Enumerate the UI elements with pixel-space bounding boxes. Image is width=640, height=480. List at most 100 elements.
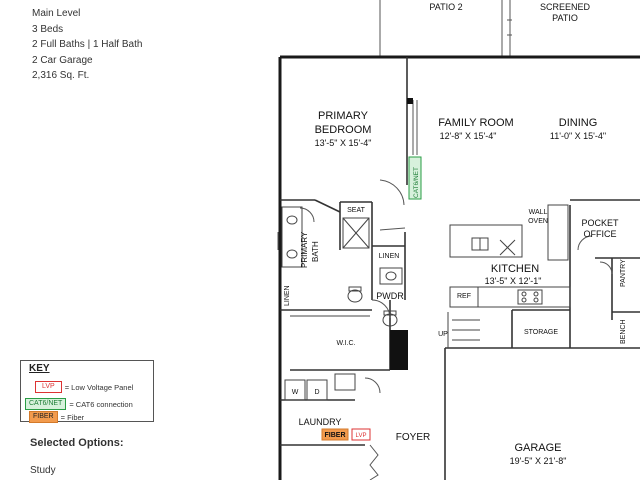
pantry-door-swing — [599, 261, 613, 275]
cat6-badge: CAT6/NET — [25, 398, 67, 410]
family-room-dim: 12'-8" X 15'-4" — [440, 131, 497, 141]
linen-side-label: LINEN — [284, 285, 291, 306]
fiber-tag-box — [321, 428, 349, 441]
selected-option-study: Study — [30, 465, 56, 476]
key-row-lvp: LVP = Low Voltage Panel — [35, 381, 133, 393]
fiber-tag-label: FIBER — [325, 432, 346, 439]
sink-2 — [286, 249, 298, 259]
key-title: KEY — [29, 363, 50, 374]
burner-1 — [521, 291, 527, 297]
primary-bath-label-2: BATH — [311, 241, 320, 262]
laundry-fixtures — [284, 373, 356, 401]
kitchen-island — [449, 224, 523, 258]
wall-oven-label-1: WALL — [529, 209, 548, 216]
fiber-badge: FIBER — [29, 411, 58, 423]
family-room-label: FAMILY ROOM — [438, 117, 513, 129]
ref-label: REF — [457, 293, 471, 300]
pwdr-label: PWDR — [376, 291, 404, 301]
kitchen-label: KITCHEN — [491, 263, 539, 275]
primary-bedroom-label-1: PRIMARY — [318, 110, 369, 122]
primary-bedroom-label-2: BEDROOM — [315, 124, 372, 136]
burner-3 — [521, 297, 527, 303]
square-footage: 2,316 Sq. Ft. — [32, 70, 90, 81]
fiber-desc: = Fiber — [60, 412, 85, 422]
home-summary: Main Level 3 Beds 2 Full Baths | 1 Half … — [32, 6, 142, 84]
pwdr-wall-fill — [390, 330, 408, 370]
foyer-bifold-door — [369, 444, 379, 480]
laundry-label: LAUNDRY — [299, 417, 342, 427]
shower-stall — [342, 217, 370, 249]
vanity-counter — [281, 206, 303, 268]
cat6-tag-label: CAT6/NET — [413, 167, 420, 198]
lvp-tag-label: LVP — [356, 433, 367, 439]
utility-sink — [334, 373, 356, 391]
pwdr-sink — [385, 271, 397, 281]
screened-label-2: PATIO — [552, 13, 578, 23]
bedroom-wall-post — [407, 98, 413, 104]
up-label: UP — [438, 331, 448, 338]
linen-label: LINEN — [379, 253, 400, 260]
lvp-badge: LVP — [35, 381, 62, 393]
wall-oven-label-2: OVEN — [528, 218, 548, 225]
room-labels: PATIO 2 SCREENED PATIO PRIMARY BEDROOM 1… — [284, 2, 627, 466]
bench-label: BENCH — [620, 319, 627, 344]
exterior-walls — [278, 55, 640, 480]
baths-count: 2 Full Baths | 1 Half Bath — [32, 39, 143, 50]
cat6-tag-box — [408, 156, 422, 200]
wic-label: W.I.C. — [336, 340, 355, 347]
foyer-label: FOYER — [396, 432, 430, 443]
cat6-desc: = CAT6 connection — [69, 399, 133, 409]
washer — [284, 379, 306, 401]
beds-count: 3 Beds — [32, 23, 64, 35]
seat-label: SEAT — [347, 207, 365, 214]
dining-label: DINING — [559, 117, 598, 129]
wall-oven-cabinet — [547, 204, 569, 261]
laundry-door-swing — [364, 377, 381, 394]
washer-label: W — [292, 389, 299, 396]
primary-bedroom-dim: 13'-5" X 15'-4" — [315, 138, 372, 148]
bath-toilet-bowl — [347, 289, 363, 303]
cooktop — [517, 289, 543, 305]
pwdr-toilet-tank — [383, 310, 397, 316]
island-mark-2 — [499, 239, 516, 256]
sink-1 — [286, 215, 298, 225]
interior-walls — [280, 57, 640, 480]
garage-label: GARAGE — [514, 442, 561, 454]
kitchen-dim: 13'-5" X 12'-1" — [485, 276, 542, 286]
screened-label-1: SCREENED — [540, 2, 591, 12]
shower-x-2 — [342, 217, 370, 249]
pantry-label: PANTRY — [620, 259, 627, 287]
patio-outlines — [379, 0, 512, 58]
office-door-swing — [577, 235, 593, 251]
dining-dim: 11'-0" X 15'-4" — [550, 131, 606, 141]
pwdr-toilet-bowl — [382, 313, 398, 327]
garage-size: 2 Car Garage — [32, 54, 93, 66]
lvp-tag-box — [351, 428, 371, 441]
pwdr-sink-counter — [379, 267, 403, 285]
key-row-fiber: FIBER = Fiber — [29, 411, 84, 423]
refrigerator — [449, 286, 479, 308]
linen-door — [379, 227, 406, 231]
kitchen-fixtures — [447, 204, 571, 348]
pocket-office-label-2: OFFICE — [584, 229, 617, 239]
bath-toilet-tank — [348, 286, 362, 292]
level-label: Main Level — [32, 8, 81, 19]
burner-2 — [533, 291, 539, 297]
primary-bath-label-1: PRIMARY — [300, 231, 309, 268]
dryer — [306, 379, 328, 401]
pocket-office-label-1: POCKET — [581, 218, 619, 228]
garage-dim: 19'-5" X 21'-8" — [510, 456, 567, 466]
burner-4 — [533, 297, 539, 303]
patio2-label: PATIO 2 — [429, 2, 462, 12]
selected-options-title: Selected Options: — [30, 437, 124, 449]
bath-fixtures — [281, 206, 403, 327]
storage-label: STORAGE — [524, 329, 558, 336]
lvp-desc: = Low Voltage Panel — [64, 382, 134, 392]
bedroom-door-swing — [379, 179, 405, 206]
pwdr-door-swing — [371, 299, 391, 319]
dryer-label: D — [314, 389, 319, 396]
bedroom-bath-wall-b — [314, 199, 341, 213]
key-row-cat6: CAT6/NET = CAT6 connection — [25, 398, 133, 410]
legend-key: KEY LVP = Low Voltage Panel CAT6/NET = C… — [20, 360, 154, 423]
